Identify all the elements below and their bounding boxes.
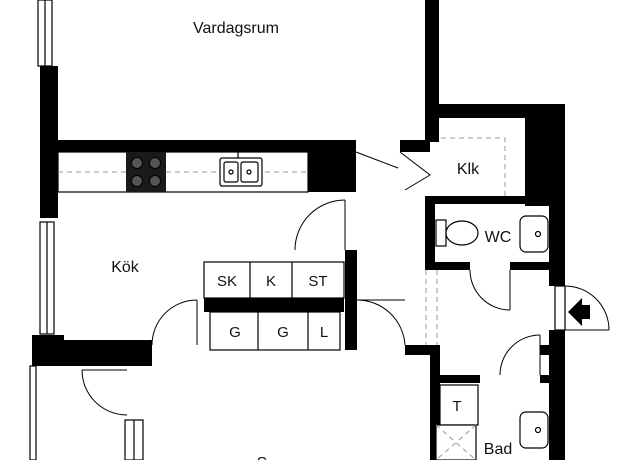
entrance	[554, 285, 610, 331]
room-label-bath: Bad	[484, 441, 512, 458]
bath-fixture-label: T	[452, 398, 461, 415]
kitchen-counter	[57, 151, 309, 193]
washbasin-icon	[519, 215, 549, 253]
cabinet-label-st: ST	[308, 273, 327, 290]
cabinet-label-l: L	[320, 324, 328, 341]
closet-shelf	[441, 137, 506, 200]
cabinets	[203, 261, 345, 351]
walls	[32, 0, 565, 460]
room-label-wc: WC	[485, 229, 512, 246]
room-label-partial: S	[257, 455, 268, 460]
cabinet-label-g1: G	[229, 324, 241, 341]
toilet-icon	[435, 219, 479, 247]
room-label-closet: Klk	[457, 161, 480, 178]
windows	[29, 0, 144, 460]
room-label-living: Vardagsrum	[193, 20, 279, 37]
sink-icon	[219, 152, 263, 187]
stove-icon	[126, 152, 166, 192]
cabinet-label-g2: G	[277, 324, 289, 341]
cabinet-label-sk: SK	[217, 273, 237, 290]
bath-fixtures	[435, 384, 549, 460]
doors	[81, 151, 541, 416]
entrance-arrow-icon	[568, 298, 590, 326]
room-label-kitchen: Kök	[111, 259, 140, 276]
cabinet-label-k: K	[266, 273, 276, 290]
